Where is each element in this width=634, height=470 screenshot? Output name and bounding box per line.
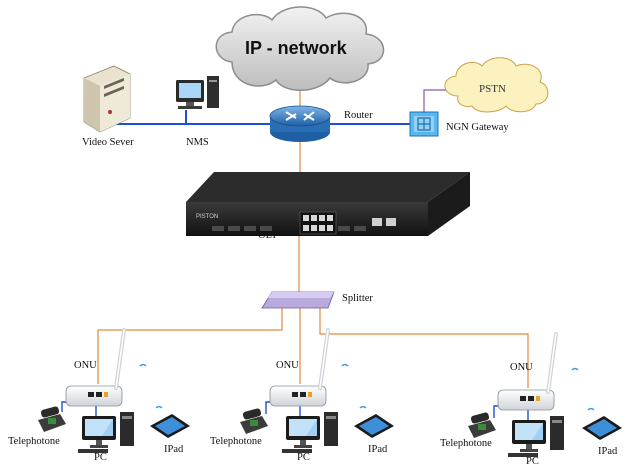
splitter-label: Splitter	[342, 293, 373, 304]
pc-icon	[282, 412, 338, 453]
pc-label: PC	[526, 456, 539, 467]
wifi-signal-icon	[139, 363, 147, 367]
link-gateway-pstn	[423, 89, 456, 112]
branch-3: ONU Telephotone PC IPad	[440, 332, 622, 467]
onu-label: ONU	[510, 362, 533, 373]
ip-network-label: IP - network	[245, 38, 348, 58]
nms-label: NMS	[186, 137, 209, 148]
ngn-gateway-label: NGN Gateway	[446, 122, 509, 133]
olt-label: OLT	[258, 230, 278, 241]
ipad-icon	[582, 416, 622, 440]
pc-icon	[78, 412, 134, 453]
olt-brand-text: PISTON	[196, 214, 218, 220]
link-splitter-onu-1	[97, 308, 283, 384]
telephone-label: Telephotone	[440, 438, 492, 449]
onu-label: ONU	[74, 360, 97, 371]
video-server-label: Video Sever	[82, 137, 134, 148]
branch-1: ONU Telephotone PC IPad	[8, 328, 190, 463]
ip-network-cloud: IP - network	[215, 6, 385, 91]
onu-label: ONU	[276, 360, 299, 371]
pstn-cloud: PSTN	[444, 57, 549, 113]
nms-workstation-icon	[176, 76, 219, 109]
link-splitter-onu-3	[319, 308, 529, 388]
ipad-icon	[150, 414, 190, 438]
pstn-label: PSTN	[479, 83, 506, 95]
pc-label: PC	[94, 452, 107, 463]
ipad-label: IPad	[368, 444, 388, 455]
telephone-label: Telephotone	[8, 436, 60, 447]
telephone-label: Telephotone	[210, 436, 262, 447]
telephone-icon	[468, 411, 496, 438]
branch-2: ONU Telephotone PC IPad	[210, 328, 394, 463]
wifi-signal-icon	[359, 405, 367, 409]
router-icon	[269, 105, 331, 142]
wifi-signal-icon	[341, 363, 349, 367]
ipad-label: IPad	[598, 446, 618, 457]
pc-icon	[508, 416, 564, 457]
olt-chassis	[186, 172, 470, 236]
pc-label: PC	[297, 452, 310, 463]
splitter-icon	[261, 291, 335, 309]
ngn-gateway-icon	[409, 111, 439, 137]
wifi-signal-icon	[587, 407, 595, 411]
wifi-signal-icon	[571, 367, 579, 371]
ipad-icon	[354, 414, 394, 438]
telephone-icon	[240, 407, 268, 434]
ipad-label: IPad	[164, 444, 184, 455]
video-server-icon	[83, 65, 131, 133]
router-label: Router	[344, 110, 373, 121]
wifi-signal-icon	[155, 405, 163, 409]
